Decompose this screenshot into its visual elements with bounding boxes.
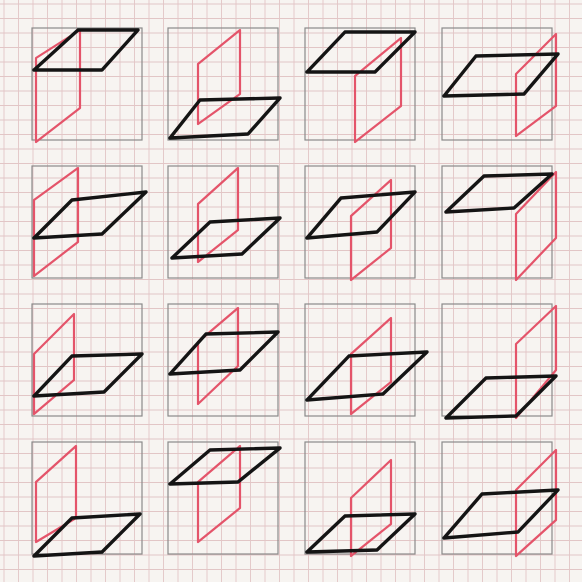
graph-paper-sheet <box>0 0 582 582</box>
